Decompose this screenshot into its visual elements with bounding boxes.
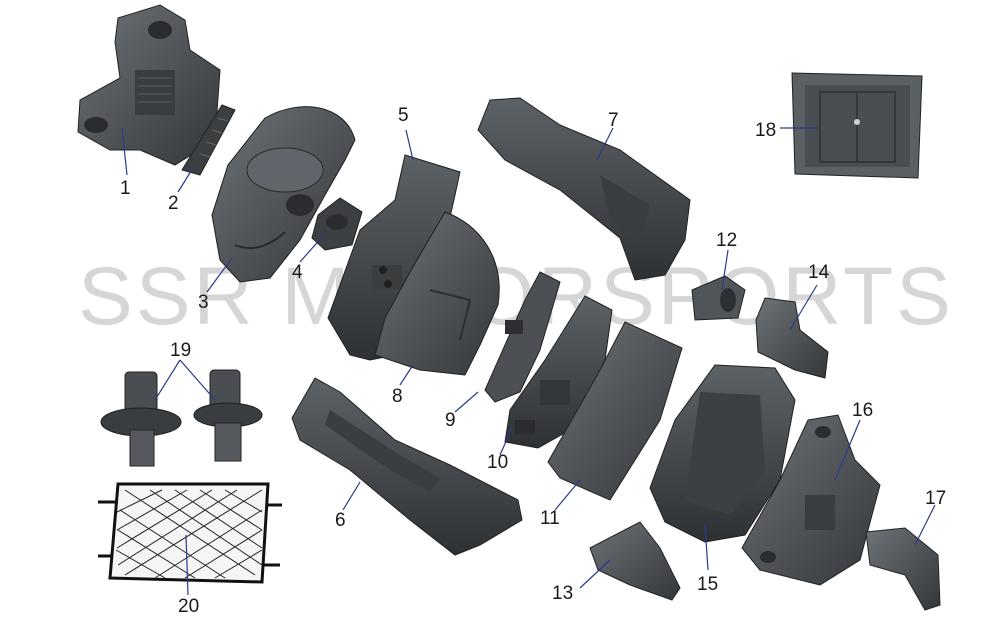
label-part-11: 11 xyxy=(540,508,560,529)
label-part-12: 12 xyxy=(716,230,738,251)
label-part-9: 9 xyxy=(445,410,456,431)
label-part-17: 17 xyxy=(925,488,947,509)
label-part-10: 10 xyxy=(487,452,509,473)
label-part-13: 13 xyxy=(552,583,574,604)
label-part-4: 4 xyxy=(292,262,303,283)
part-6-side-rail xyxy=(291,377,523,556)
part-19-push-rivets xyxy=(100,369,263,467)
label-part-20: 20 xyxy=(178,596,200,617)
part-18-flat-plate xyxy=(791,72,923,179)
label-part-15: 15 xyxy=(697,574,719,595)
part-13-bracket xyxy=(589,521,681,601)
part-4-cup xyxy=(311,197,363,251)
part-10-bracket xyxy=(504,295,613,449)
label-part-3: 3 xyxy=(198,292,209,313)
label-part-16: 16 xyxy=(852,400,874,421)
leader-lines xyxy=(121,127,936,596)
part-11-panel xyxy=(547,321,683,501)
label-part-5: 5 xyxy=(398,105,409,126)
part-16-rear-bracket xyxy=(741,414,881,586)
label-part-6: 6 xyxy=(335,510,346,531)
part-12-clip xyxy=(691,275,746,321)
part-8-large-tray xyxy=(374,211,500,376)
part-14-bracket xyxy=(755,297,829,379)
label-part-2: 2 xyxy=(168,193,179,214)
label-part-1: 1 xyxy=(120,178,131,199)
part-9-bracket xyxy=(484,271,561,403)
label-part-7: 7 xyxy=(608,110,619,131)
label-part-18: 18 xyxy=(755,120,777,141)
part-2-grille-strip xyxy=(181,104,236,176)
part-7-side-rail xyxy=(477,97,691,281)
part-15-tub xyxy=(649,364,796,543)
part-3-headlight-housing xyxy=(211,106,356,283)
label-part-8: 8 xyxy=(392,386,403,407)
label-part-14: 14 xyxy=(808,262,830,283)
part-1-front-bracket xyxy=(77,4,221,166)
part-17-cap xyxy=(865,527,941,611)
part-20-mesh-grille xyxy=(98,482,282,584)
label-part-19: 19 xyxy=(170,340,192,361)
